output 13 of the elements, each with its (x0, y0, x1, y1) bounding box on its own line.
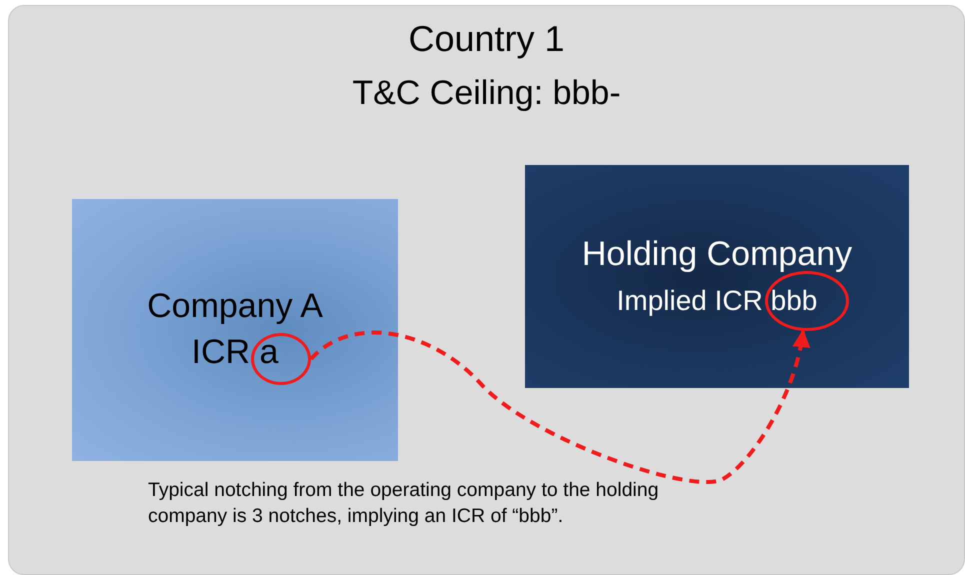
holding-company-box (525, 165, 909, 388)
panel-title: Country 1 (408, 18, 565, 59)
company-box (72, 199, 398, 461)
country-panel (8, 5, 965, 575)
note-text: Typical notching from the operating company to the holding company is 3 notches, implying an ICR of “bbb”. (148, 478, 660, 529)
highlight-circle (765, 271, 849, 331)
dashed-arrow (310, 329, 810, 484)
rating-text: Implied ICR bbb (616, 285, 818, 316)
rating-text: ICR a (192, 333, 278, 371)
company-name: Company A (147, 287, 323, 325)
highlight-circle (251, 333, 311, 385)
company-name: Holding Company (582, 235, 852, 273)
panel-subtitle: T&C Ceiling: bbb- (352, 74, 621, 112)
